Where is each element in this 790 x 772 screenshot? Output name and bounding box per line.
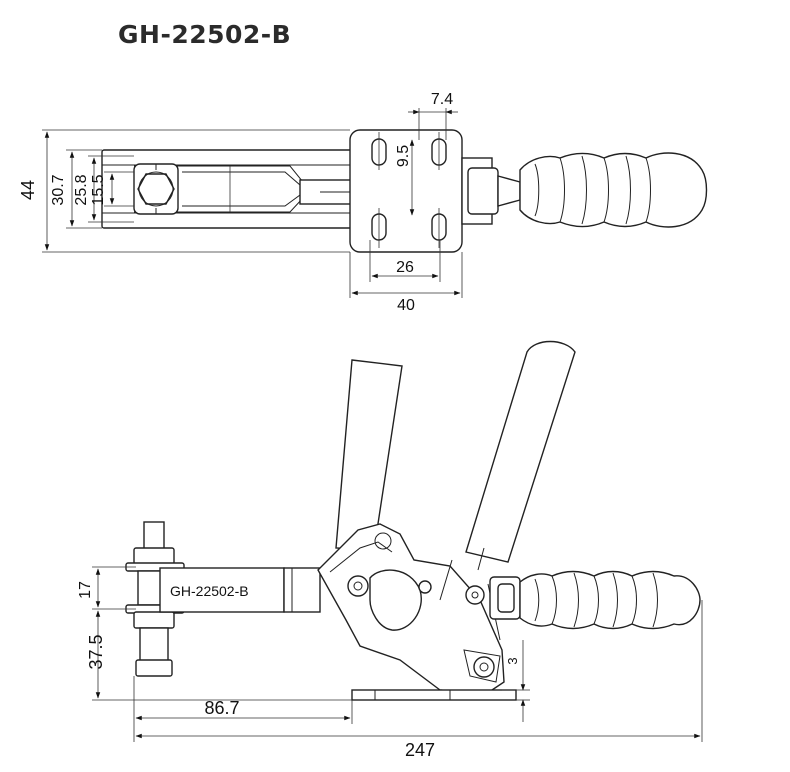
side-handle-open — [335, 340, 576, 571]
dim-offset: 3 — [505, 657, 520, 664]
dim-bolt-width: 15.5 — [90, 174, 107, 205]
dim-inner-height: 30.7 — [50, 174, 67, 205]
top-handle — [519, 152, 708, 228]
top-dimensions: 44 30.7 25.8 15.5 7.4 9.5 26 40 — [18, 91, 463, 314]
dim-hole-offset-y: 9.5 — [395, 145, 412, 167]
dim-arm-height: 17 — [77, 581, 94, 599]
top-view: 44 30.7 25.8 15.5 7.4 9.5 26 40 — [18, 91, 708, 314]
dim-arm-reach: 86.7 — [204, 698, 239, 718]
dim-slot-height: 25.8 — [73, 174, 90, 205]
side-body — [317, 523, 505, 695]
arm-label: GH-22502-B — [170, 583, 249, 599]
dim-hole-offset-x: 7.4 — [431, 91, 453, 108]
dim-overall-height: 44 — [18, 180, 38, 200]
side-base — [351, 689, 517, 701]
side-view: GH-22502-B — [77, 340, 703, 760]
side-spindle — [125, 521, 185, 677]
top-pivot — [461, 157, 521, 225]
dim-base-width: 40 — [397, 297, 415, 314]
side-dimensions: 17 37.5 3 86.7 247 — [77, 566, 703, 760]
side-handle — [489, 570, 701, 630]
diagram-title: GH-22502-B — [118, 20, 292, 49]
dim-hole-spacing: 26 — [396, 259, 414, 276]
side-arm: GH-22502-B — [159, 567, 321, 613]
dim-overall-length: 247 — [405, 740, 435, 760]
dim-spindle-height: 37.5 — [86, 634, 106, 669]
